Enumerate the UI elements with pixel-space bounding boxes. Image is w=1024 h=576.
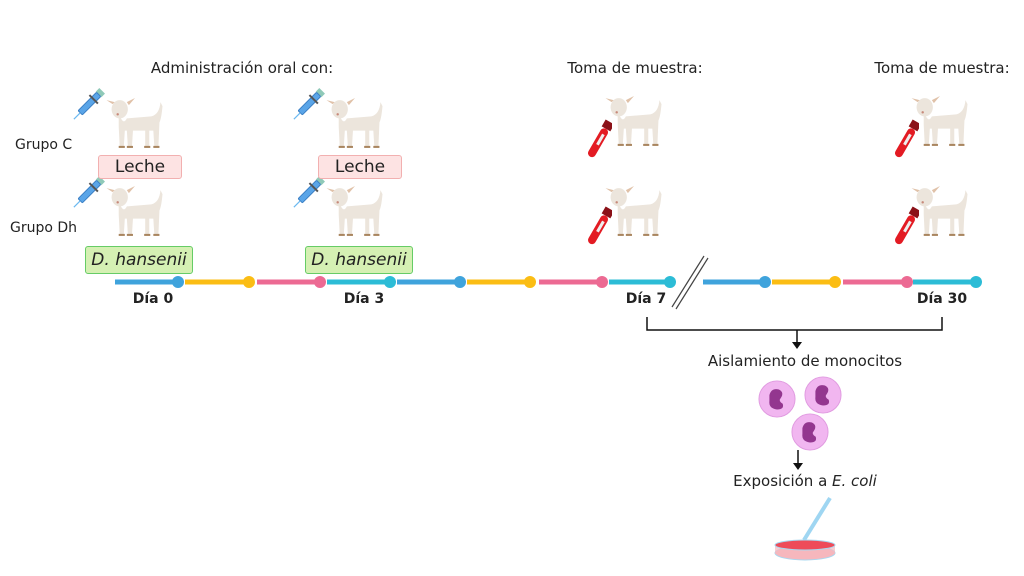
blood-tube-icon <box>586 119 612 160</box>
exposure-prefix: Exposición a <box>733 472 833 490</box>
monocyte-icon <box>758 380 796 418</box>
goat-icon <box>106 98 163 148</box>
goat-icon <box>326 186 383 236</box>
header-oral-administration: Administración oral con: <box>150 59 334 77</box>
bracket-connector <box>646 317 943 464</box>
syringe-icon <box>70 87 106 123</box>
syringe-icon <box>290 175 326 211</box>
monocyte-icon <box>804 376 842 414</box>
group-dh-label: Grupo Dh <box>10 220 78 236</box>
timeline-node <box>970 276 982 288</box>
monocyte-icon <box>791 413 829 451</box>
goat-icon <box>326 98 383 148</box>
blood-tube-icon <box>893 119 919 160</box>
arrow-down-icon <box>792 342 802 349</box>
day-7-label: Día 7 <box>625 291 667 307</box>
header-sampling-day7: Toma de muestra: <box>567 59 703 77</box>
timeline-node <box>524 276 536 288</box>
goat-icon <box>605 96 662 146</box>
day-0-label: Día 0 <box>132 291 174 307</box>
goat-icon <box>106 186 163 236</box>
timeline-node <box>759 276 771 288</box>
ecoli-exposure-label: Exposición a E. coli <box>733 472 877 490</box>
exposure-organism: E. coli <box>832 472 877 490</box>
syringe-icons <box>70 87 326 211</box>
leche-label: Leche <box>318 155 402 179</box>
timeline-break-icon <box>671 255 709 310</box>
group-c-label: Grupo C <box>15 137 73 153</box>
d-hansenii-label: D. hansenii <box>305 246 413 274</box>
timeline-node <box>172 276 184 288</box>
timeline-node <box>243 276 255 288</box>
petri-dish-icon <box>774 496 836 561</box>
timeline-node <box>454 276 466 288</box>
blood-tube-icons <box>586 119 919 247</box>
syringe-icon <box>70 175 106 211</box>
header-sampling-day30: Toma de muestra: <box>874 59 1010 77</box>
leche-label: Leche <box>98 155 182 179</box>
timeline-node <box>829 276 841 288</box>
day-30-label: Día 30 <box>916 291 968 307</box>
d-hansenii-label: D. hansenii <box>85 246 193 274</box>
day-3-label: Día 3 <box>343 291 385 307</box>
timeline-node <box>596 276 608 288</box>
monocyte-icons <box>758 376 842 451</box>
timeline-node <box>901 276 913 288</box>
goat-icon <box>911 96 968 146</box>
timeline <box>115 276 982 288</box>
timeline-node <box>664 276 676 288</box>
goat-icon <box>605 186 662 236</box>
goat-icon <box>911 186 968 236</box>
timeline-node <box>314 276 326 288</box>
syringe-icon <box>290 87 326 123</box>
goat-icons <box>106 96 968 236</box>
arrow-down-icon <box>793 463 803 470</box>
timeline-node <box>384 276 396 288</box>
blood-tube-icon <box>586 206 612 247</box>
monocyte-isolation-label: Aislamiento de monocitos <box>707 352 903 370</box>
blood-tube-icon <box>893 206 919 247</box>
